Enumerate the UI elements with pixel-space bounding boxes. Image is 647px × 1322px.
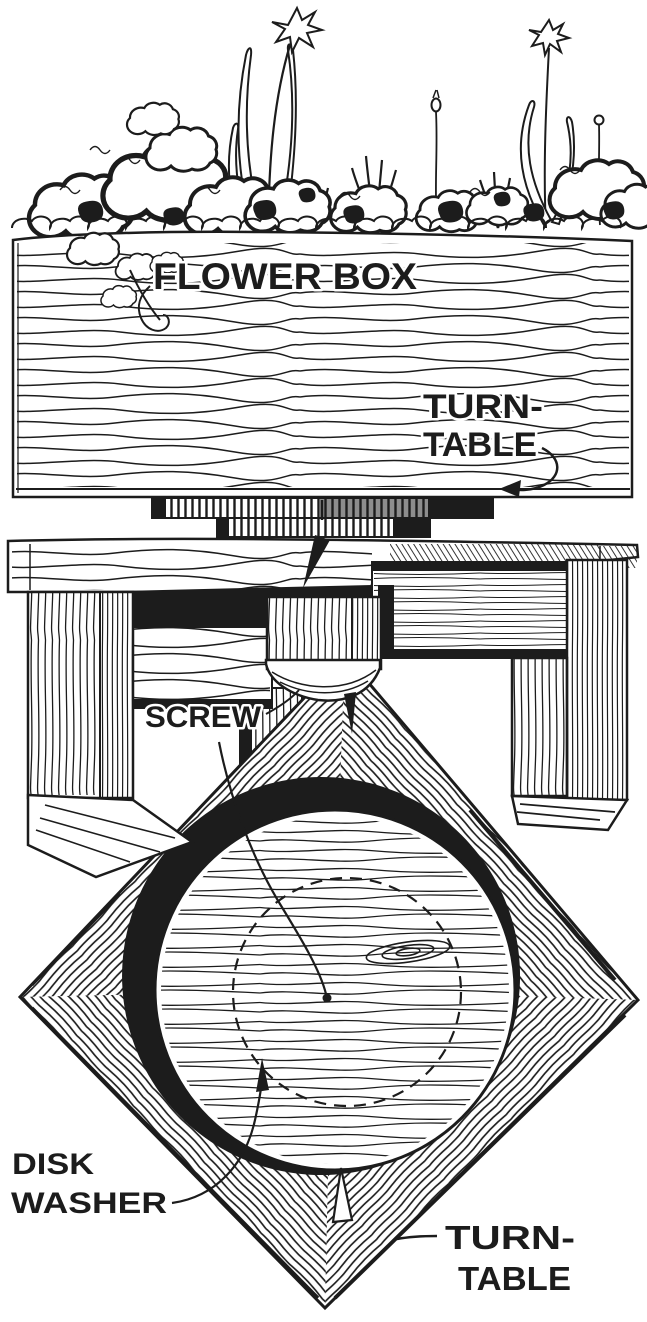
disk-washer-label-line1: DISK bbox=[12, 1148, 94, 1181]
screw-tip bbox=[344, 692, 356, 734]
hedge-outline bbox=[11, 215, 622, 232]
screw-label: SCREW bbox=[145, 701, 262, 734]
screw-center-dot bbox=[322, 993, 332, 1003]
stand-center-post bbox=[264, 595, 383, 734]
daffodil-flower bbox=[271, 5, 326, 56]
disk-washer-arrowhead bbox=[256, 1058, 269, 1092]
hidden-turntable-dashed-circle bbox=[231, 876, 463, 1108]
plants-illustration bbox=[11, 5, 647, 239]
turntable-bottom-leader-line bbox=[396, 1234, 438, 1241]
disk-washer-leader-line bbox=[171, 1079, 264, 1205]
center-post-end-cap bbox=[264, 658, 382, 702]
left-leg-foot bbox=[26, 793, 195, 879]
disk-washer-label-line2: WASHER bbox=[11, 1187, 167, 1220]
screw-leader-line bbox=[217, 741, 328, 995]
screw-side-view bbox=[303, 500, 330, 588]
stand-right-apron bbox=[371, 561, 569, 659]
vine-leaves bbox=[65, 231, 184, 332]
turntable-bottom-arrow bbox=[331, 1167, 354, 1224]
stand-left-leg bbox=[26, 590, 195, 879]
flower-box: FLOWER BOX TURN- TABLE bbox=[11, 230, 634, 499]
stand bbox=[6, 500, 640, 879]
turntable-bottom-label-line2: TABLE bbox=[458, 1260, 571, 1297]
right-leg-foot bbox=[510, 794, 630, 832]
turntable-top-label-line2: TABLE bbox=[423, 426, 537, 464]
diamond-edge-shading bbox=[30, 808, 627, 1300]
wood-knot bbox=[365, 939, 451, 965]
iris-flower bbox=[528, 17, 573, 59]
callouts: SCREW DISK WASHER TURN- TABLE bbox=[9, 689, 578, 1300]
flower-box-label: FLOWER BOX bbox=[153, 256, 417, 297]
turntable-top-label-line1: TURN- bbox=[423, 388, 543, 426]
screw-pointer-line bbox=[265, 689, 300, 715]
turntable-bottom-label-line1: TURN- bbox=[445, 1219, 575, 1256]
turntable-top-arrow bbox=[499, 446, 559, 497]
stand-right-leg bbox=[510, 558, 630, 832]
